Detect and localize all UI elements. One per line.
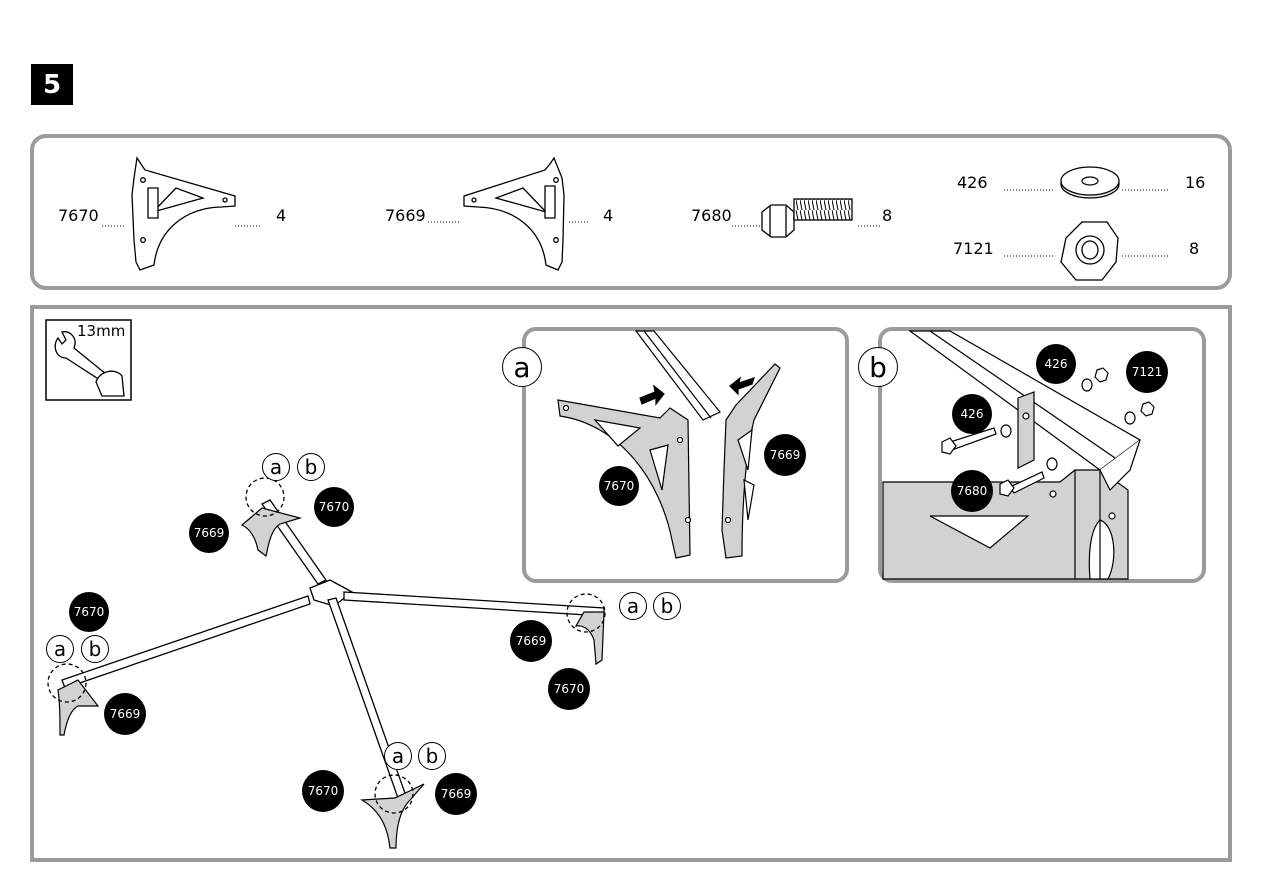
overview-callout-7670-left: 7670 <box>69 592 109 632</box>
parts-leader-lines <box>102 189 1170 257</box>
parts-frame <box>30 134 1232 290</box>
detail-b-letter: b <box>858 347 898 387</box>
overview-right-marker-a: a <box>619 592 647 620</box>
part-7121-qty: 8 <box>1189 239 1200 258</box>
wrench-icon <box>54 331 125 397</box>
step-number-badge: 5 <box>31 64 73 105</box>
detail-a-callout-7670: 7670 <box>599 466 639 506</box>
nut-7121-drawing <box>1060 221 1119 281</box>
detail-b-callout-426-top: 426 <box>1036 344 1076 384</box>
detail-b-callout-426-left: 426 <box>952 394 992 434</box>
part-7669-qty: 4 <box>603 206 614 225</box>
part-7669-id: 7669 <box>385 206 426 225</box>
tool-size-label: 13mm <box>77 322 126 340</box>
assembly-frame <box>30 305 1232 862</box>
overview-callout-7670-top: 7670 <box>314 487 354 527</box>
overview-right-marker-b: b <box>653 592 681 620</box>
detail-b-callout-7680: 7680 <box>951 470 993 512</box>
overview-top-marker-a: a <box>262 453 290 481</box>
overview-left-marker-b: b <box>81 635 109 663</box>
detail-a-drawing <box>557 330 781 559</box>
overview-bottom-marker-b: b <box>418 742 446 770</box>
detail-a-letter: a <box>502 347 542 387</box>
part-426-qty: 16 <box>1185 173 1206 192</box>
overview-callout-7670-right: 7670 <box>548 668 590 710</box>
washer-426-drawing <box>1060 166 1120 199</box>
overview-left-marker-a: a <box>46 635 74 663</box>
part-7670-id: 7670 <box>58 206 99 225</box>
part-426-id: 426 <box>957 173 988 192</box>
overview-top-marker-b: b <box>297 453 325 481</box>
overview-brackets <box>57 507 605 849</box>
detail-b-drawing <box>882 330 1155 580</box>
part-7680-id: 7680 <box>691 206 732 225</box>
overview-callout-7669-left: 7669 <box>104 693 146 735</box>
part-7670-qty: 4 <box>276 206 287 225</box>
part-7121-id: 7121 <box>953 239 994 258</box>
part-7680-qty: 8 <box>882 206 893 225</box>
bolt-7680-drawing <box>761 198 853 238</box>
overview-detail-circles <box>47 477 606 814</box>
overview-callout-7669-bottom: 7669 <box>435 773 477 815</box>
overview-callout-7669-right: 7669 <box>510 620 552 662</box>
overview-callout-7670-bottom: 7670 <box>302 770 344 812</box>
overview-bottom-marker-a: a <box>384 742 412 770</box>
bracket-7670-drawing <box>131 156 236 271</box>
overview-callout-7669-top: 7669 <box>189 513 229 553</box>
bracket-7669-drawing <box>463 156 565 271</box>
detail-b-callout-7121: 7121 <box>1126 351 1168 393</box>
detail-a-callout-7669: 7669 <box>764 434 806 476</box>
